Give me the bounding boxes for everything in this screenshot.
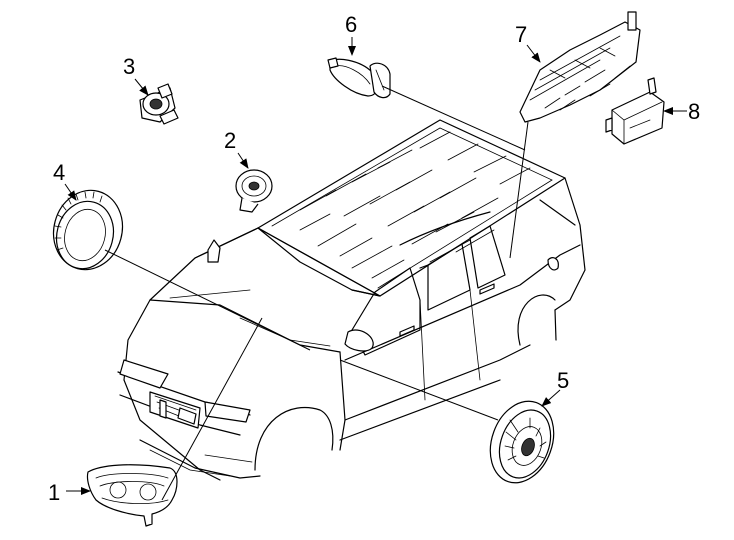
- callout-6: 6: [345, 12, 357, 37]
- callout-8: 8: [688, 99, 700, 124]
- callout-7: 7: [515, 22, 527, 47]
- part-7-amplifier: [519, 11, 641, 123]
- part-2-tweeter: [235, 169, 273, 213]
- callout-2: 2: [224, 128, 236, 153]
- callout-1: 1: [48, 480, 60, 505]
- callout-3: 3: [123, 54, 135, 79]
- callout-5: 5: [557, 368, 569, 393]
- part-8-control-module: [605, 77, 665, 145]
- callout-arrows: [64, 37, 687, 495]
- part-6-speaker-bracket: [327, 57, 391, 99]
- callout-4: 4: [53, 160, 65, 185]
- vehicle-suv: [117, 119, 586, 481]
- part-4-woofer: [52, 189, 124, 271]
- leader-lines: [104, 85, 529, 501]
- part-5-door-speaker: [489, 400, 555, 484]
- part-3-small-speaker: [139, 83, 179, 125]
- part-1-center-speaker: [86, 464, 178, 527]
